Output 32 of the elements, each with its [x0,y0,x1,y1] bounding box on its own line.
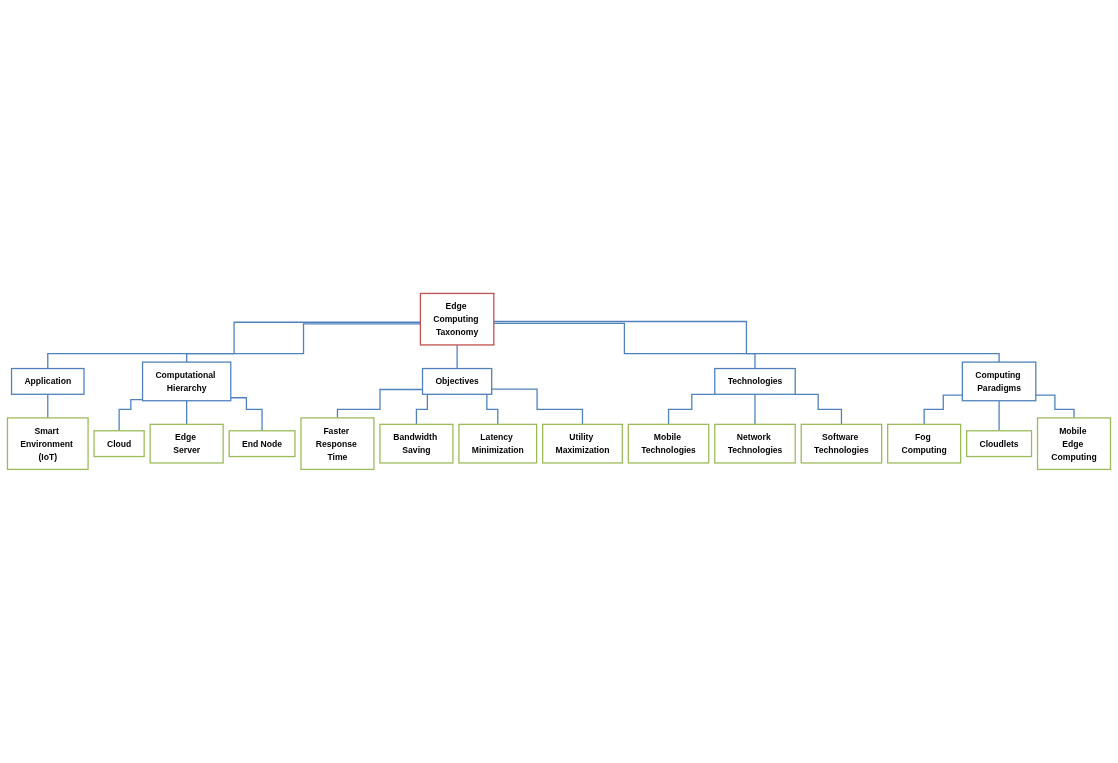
connector [493,320,1000,363]
connector [456,344,458,370]
node-box: Mobile Edge Computing [1036,417,1112,471]
node-box: Network Technologies [714,423,796,464]
node-box: Fog Computing [887,423,962,464]
connector [794,393,843,426]
connector [1035,394,1075,419]
node-box: End Node [228,430,296,458]
node-box: Computing Paradigms [961,361,1037,402]
node-box: Objectives [421,367,493,396]
connector [667,393,716,426]
connector [491,388,584,426]
node-box: Mobile Technologies [627,423,710,464]
node-box: Cloudlets [966,430,1033,458]
node-box: Smart Environment (IoT) [6,417,89,471]
node-box: Application [10,367,85,396]
connector [47,393,49,419]
connector [754,393,756,426]
connector [230,397,263,432]
connector [998,400,1000,432]
node-box: Computational Hierarchy [141,361,232,402]
connector [493,322,756,370]
node-box: Software Technologies [800,423,883,464]
node-box: Latency Minimization [458,423,538,464]
node-box: Technologies [714,367,796,396]
node-box: Bandwidth Saving [379,423,454,464]
node-box: Faster Response Time [300,417,375,471]
connector [186,400,188,426]
node-box: Utility Maximization [542,423,623,464]
node-box: Edge Computing Taxonomy [419,292,495,346]
node-box: Cloud [93,430,145,458]
node-box: Edge Server [149,423,224,464]
